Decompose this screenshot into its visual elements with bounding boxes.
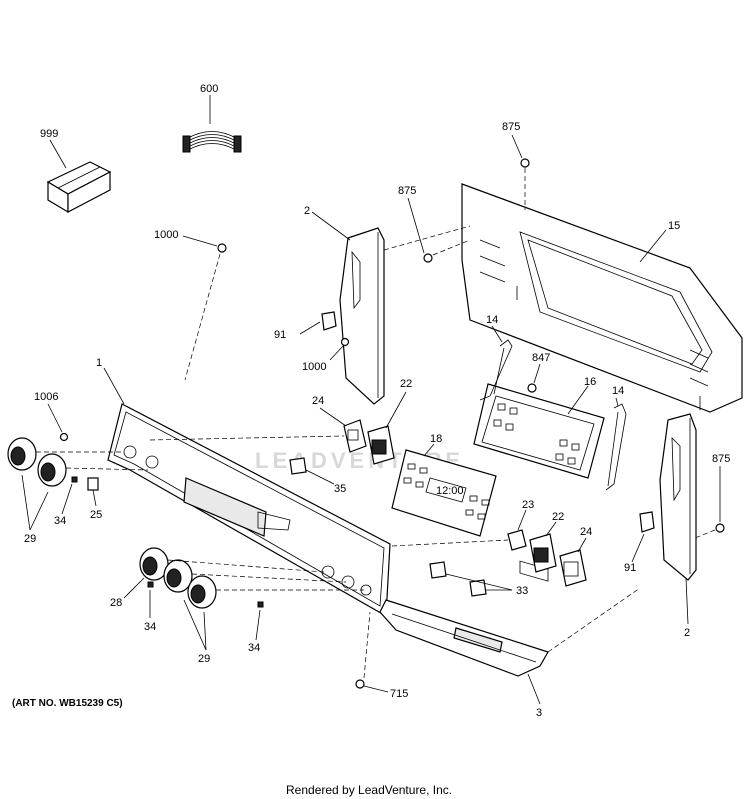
callout-999: 999 [40,128,58,140]
callout-2-left: 2 [304,205,310,217]
switch-22-lower [529,533,557,573]
plug-33-a [429,561,447,579]
spring-34-lower [255,601,264,641]
callout-29-upper: 29 [24,533,36,545]
switch-22-upper [367,425,395,465]
knob-28-lower [139,547,169,581]
callout-28: 28 [110,597,122,609]
knob-29-upper-a [7,437,37,471]
display-time-text: 12:00 [436,485,464,497]
bracket-14-left [479,339,513,401]
callout-23: 23 [522,499,534,511]
part-999-literature-box [46,161,112,214]
clip-23 [507,509,527,551]
screw-715 [355,611,389,693]
callout-1000-top: 1000 [154,229,178,241]
callout-1: 1 [96,357,102,369]
callout-91-left: 91 [274,329,286,341]
callout-25: 25 [90,509,102,521]
part-16-electronic-control [473,383,605,582]
switch-24-upper [343,419,367,453]
callout-3: 3 [536,707,542,719]
switch-24-lower [559,549,587,587]
screw-1000-top [182,235,227,381]
callout-34-lower: 34 [248,642,260,654]
spring-34-upper [61,476,78,515]
callout-22-upper: 22 [400,378,412,390]
screw-1000-bracket [329,337,350,361]
part-3-lower-trim [379,599,549,677]
callout-1006: 1006 [34,391,58,403]
callout-34-middle: 34 [144,621,156,633]
callout-715: 715 [390,688,408,700]
part-2-right-end-bracket [639,413,697,581]
plug-35 [289,457,335,485]
callout-847: 847 [532,352,550,364]
credit-text: Rendered by LeadVenture, Inc. [286,783,452,797]
part-18-touch-overlay: 12:00 [391,449,497,537]
part-15-rear-panel [461,183,743,413]
screw-875-top [511,134,530,210]
screw-847 [527,363,541,393]
callout-24-upper: 24 [312,395,324,407]
callout-35: 35 [334,483,346,495]
callout-15: 15 [668,220,680,232]
callout-2-right: 2 [684,627,690,639]
callout-875-top: 875 [502,121,520,133]
callout-1000-bracket: 1000 [302,361,326,373]
callout-24-lower: 24 [580,526,592,538]
clip-25 [87,477,99,507]
callout-600: 600 [200,83,218,95]
part-2-left-end-bracket [321,227,385,405]
callout-29-lower: 29 [198,653,210,665]
plug-33-b [469,579,487,597]
callout-18: 18 [430,433,442,445]
screw-1006 [47,403,69,442]
knob-29-lower-b [187,575,217,609]
callout-34-upper: 34 [54,515,66,527]
part-600-wire-harness [182,131,242,153]
knob-29-upper-b [37,453,67,487]
callout-14-left: 14 [486,314,498,326]
callout-22-lower: 22 [552,511,564,523]
callout-14-right: 14 [612,385,624,397]
knob-29-lower-a [163,559,193,593]
callout-875-right: 875 [712,453,730,465]
callout-16: 16 [584,376,596,388]
bracket-14-right [605,403,627,491]
screw-875-right [689,466,725,541]
part-1-front-control-panel [107,403,391,618]
callout-91-right: 91 [624,562,636,574]
screw-875-middle [407,197,471,263]
callout-875-middle: 875 [398,185,416,197]
art-number: (ART NO. WB15239 C5) [12,698,123,709]
callout-33: 33 [516,585,528,597]
spring-34-middle [147,581,154,618]
